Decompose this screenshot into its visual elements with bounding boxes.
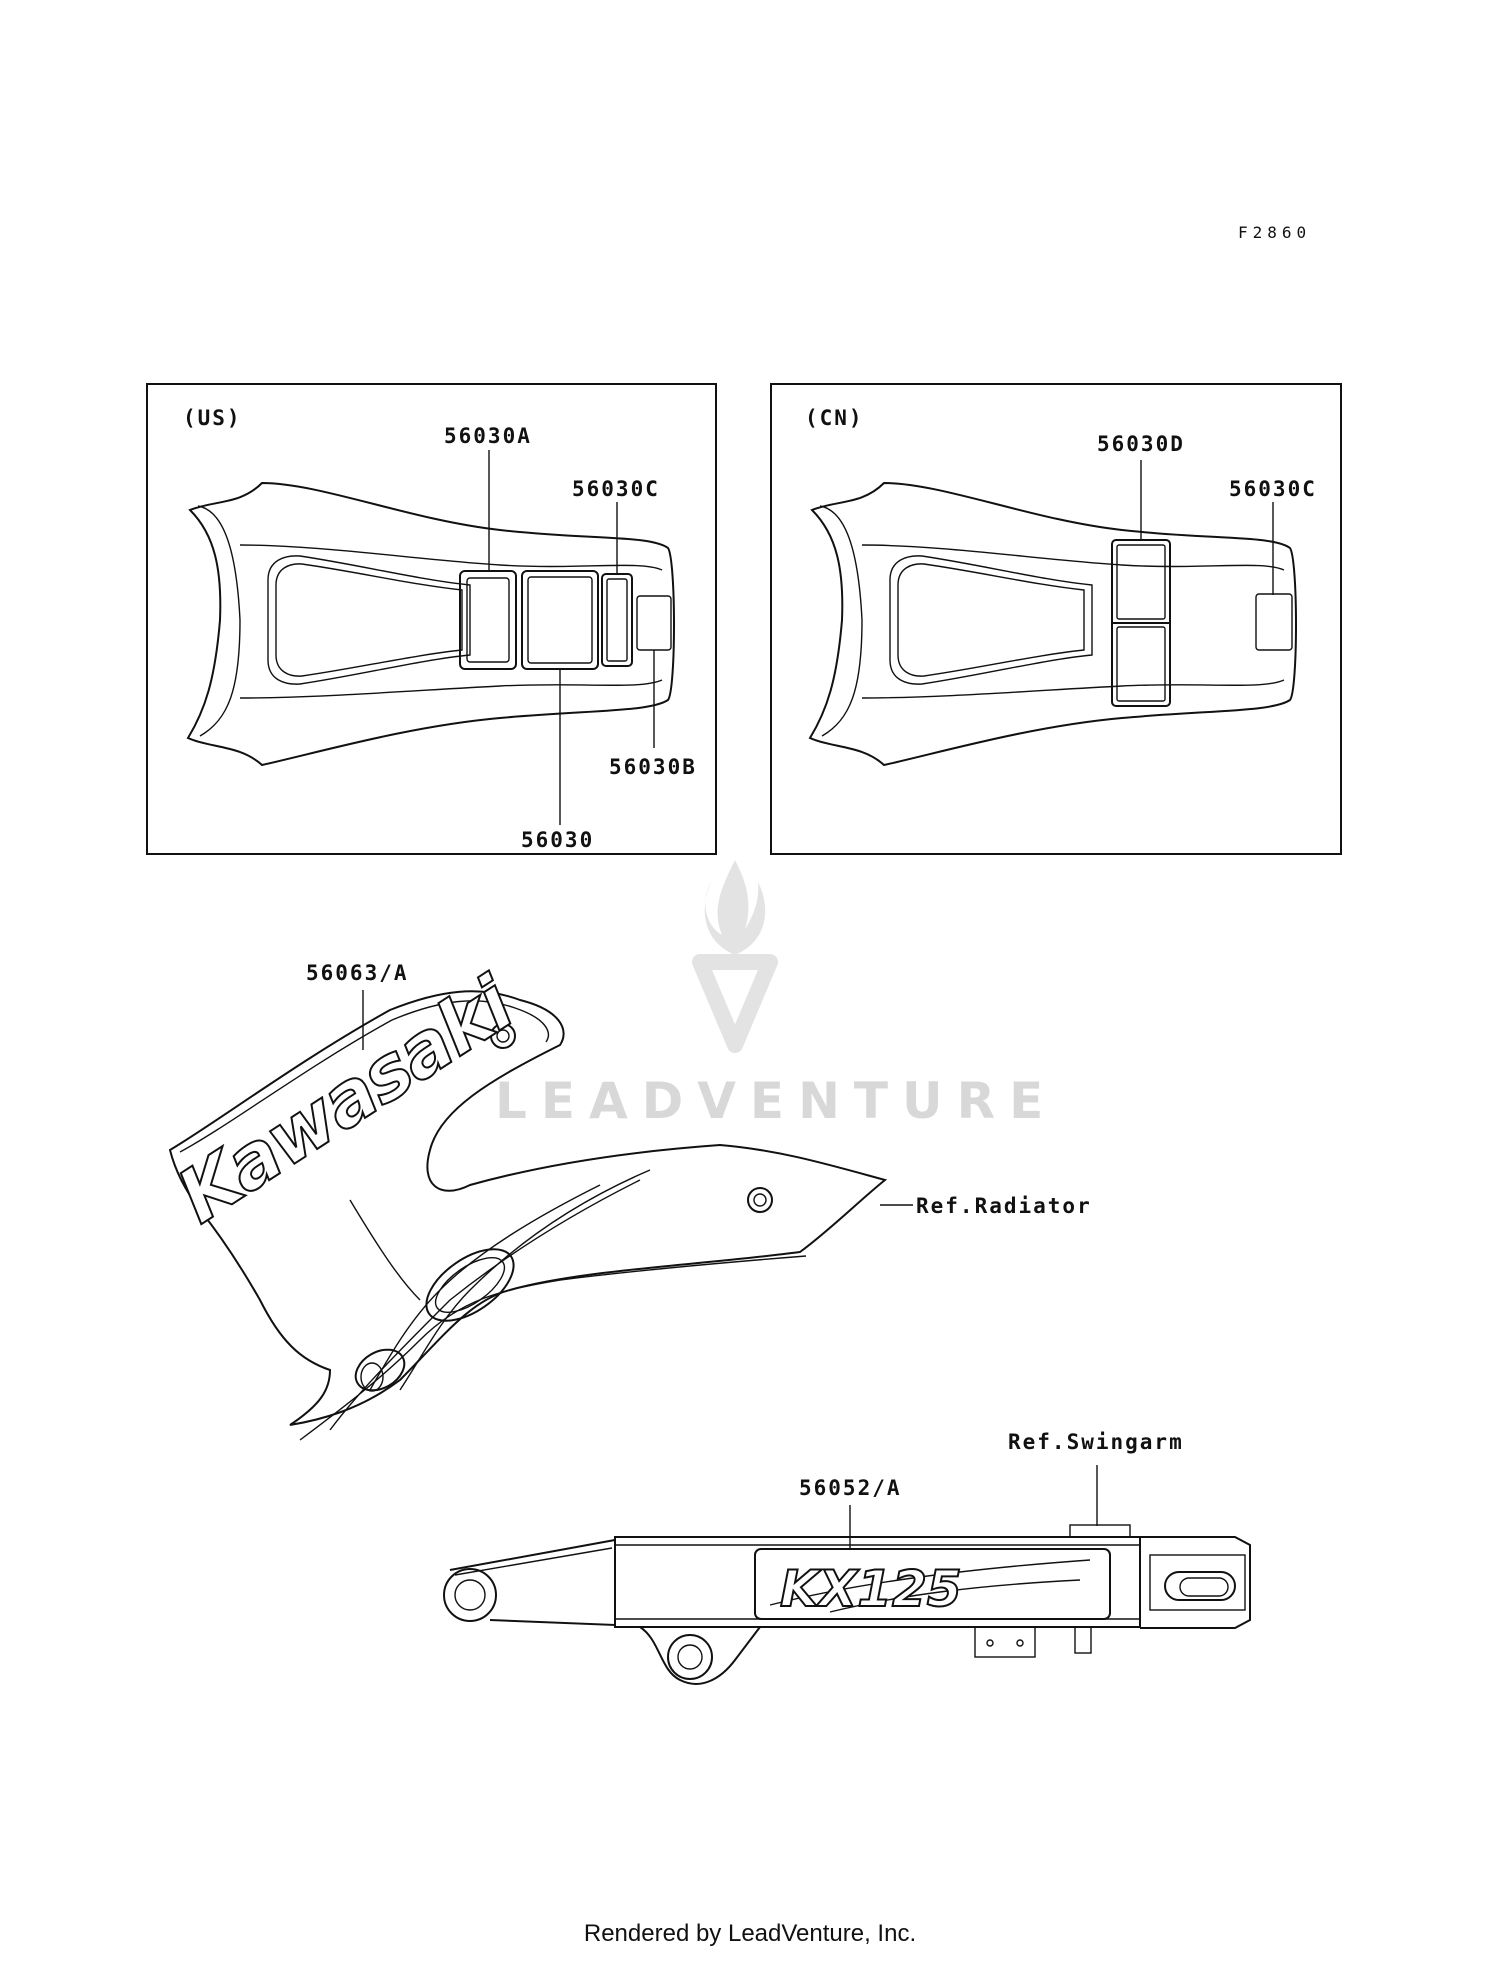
cn-panel: (CN) 56030D 56030C — [770, 383, 1342, 855]
us-panel: (US) 56030A 56030C 56030B 56030 — [146, 383, 717, 855]
shroud-part-number: 56063/A — [306, 961, 409, 985]
decal-56030a — [459, 570, 517, 670]
cn-seat-drawing — [808, 481, 1297, 767]
cn-callout-56030c: 56030C — [1229, 477, 1317, 501]
decal-56030 — [521, 570, 599, 670]
us-seat-drawing — [186, 481, 675, 767]
kawasaki-logo: Kawasaki — [163, 960, 530, 1240]
decal-56030b — [636, 595, 672, 651]
radiator-shroud-drawing: Kawasaki — [162, 959, 888, 1441]
us-callout-56030: 56030 — [521, 828, 594, 852]
us-region-label: (US) — [183, 406, 242, 430]
swingarm-decal — [754, 1548, 1111, 1620]
figure-code: F2860 — [1238, 223, 1311, 242]
us-callout-56030b: 56030B — [609, 755, 697, 779]
cn-panel-frame — [770, 383, 1342, 855]
ref-swingarm: Ref.Swingarm — [1008, 1430, 1184, 1454]
us-panel-frame — [146, 383, 717, 855]
us-callout-56030a: 56030A — [444, 424, 532, 448]
cn-region-label: (CN) — [805, 406, 864, 430]
footer-credit: Rendered by LeadVenture, Inc. — [583, 1920, 917, 1947]
watermark-text: LEADVENTURE — [495, 1072, 1057, 1130]
cn-callout-56030d: 56030D — [1097, 432, 1185, 456]
ref-radiator: Ref.Radiator — [916, 1194, 1092, 1218]
swingarm-drawing: KX125 — [443, 1524, 1251, 1685]
decal-56030c-cn — [1255, 593, 1293, 651]
us-callout-56030c: 56030C — [572, 477, 660, 501]
kx125-logo: KX125 — [780, 1560, 962, 1618]
swingarm-part-number: 56052/A — [799, 1476, 902, 1500]
leadventure-watermark: LEADVENTURE — [495, 860, 1057, 1130]
